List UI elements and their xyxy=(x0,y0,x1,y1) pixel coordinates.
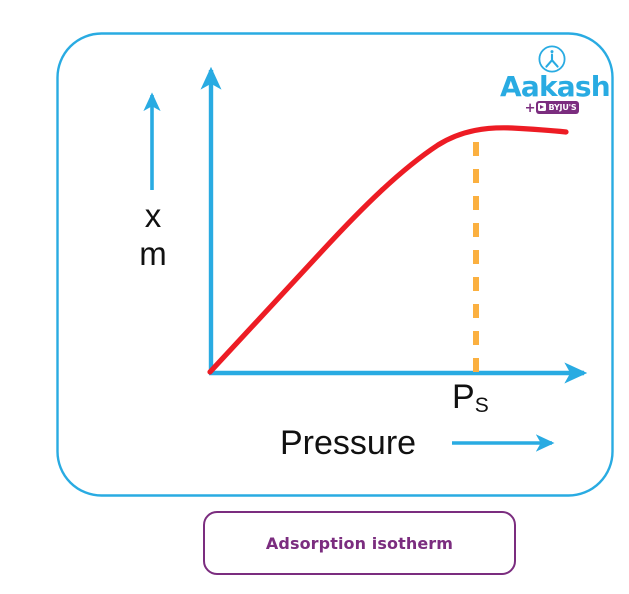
logo-partner-row: + BYJU'S xyxy=(500,100,604,116)
caption-text: Adsorption isotherm xyxy=(265,533,454,553)
y-axis-label-fraction: x m xyxy=(112,197,194,273)
fraction-denominator: m xyxy=(139,235,167,272)
byjus-play-icon xyxy=(538,103,547,111)
byjus-badge: BYJU'S xyxy=(536,100,580,114)
byjus-label: BYJU'S xyxy=(548,102,577,112)
saturation-pressure-label: PS xyxy=(452,378,489,421)
saturation-pressure-subscript: S xyxy=(474,394,489,417)
aakash-circle-figure-icon xyxy=(538,45,566,73)
fraction-numerator: x xyxy=(144,197,162,234)
figure-frame xyxy=(56,32,614,497)
logo-plus-sign: + xyxy=(524,100,536,116)
adsorption-isotherm-curve xyxy=(207,125,569,375)
logo-brand-text: Aakash xyxy=(500,70,611,103)
saturation-pressure-main: P xyxy=(452,378,475,416)
x-axis-label: Pressure xyxy=(280,424,417,462)
caption-box: Adsorption isotherm xyxy=(203,511,516,575)
aakash-byjus-logo: Aakash + BYJU'S xyxy=(500,44,611,122)
